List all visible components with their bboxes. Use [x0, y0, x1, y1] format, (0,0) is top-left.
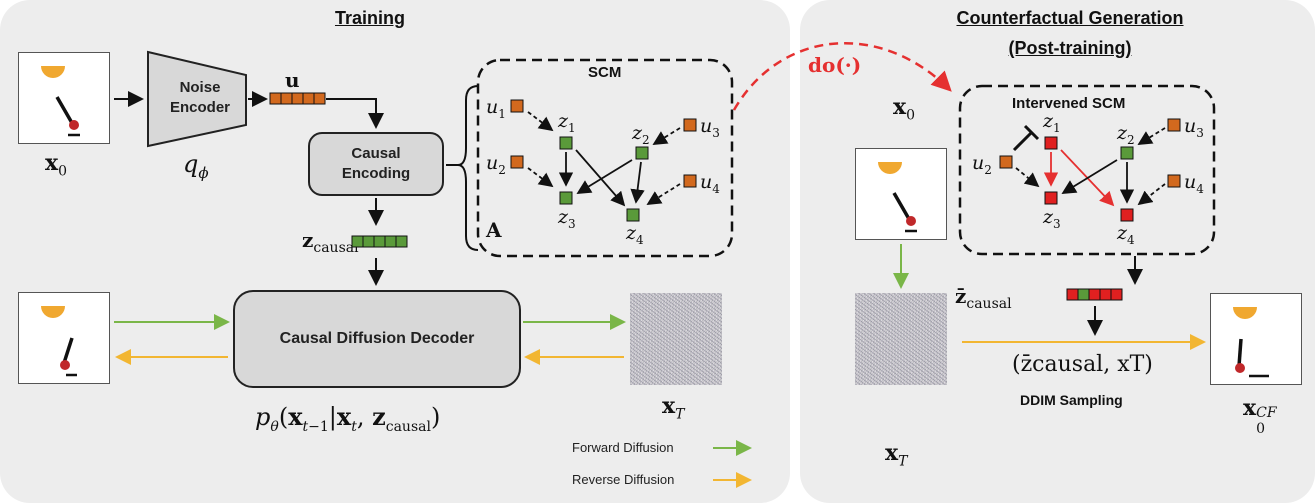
cf-input-image — [855, 148, 947, 240]
node-z4: z4 — [626, 222, 644, 247]
do-operator-label: do(·) — [808, 53, 862, 77]
u-label: u — [285, 68, 300, 92]
z-causal-label: zcausal — [302, 228, 359, 256]
intervened-scm-label: Intervened SCM — [1012, 95, 1126, 112]
cf-xT-label: xT — [885, 440, 908, 470]
training-panel — [0, 0, 790, 503]
x0-label: x0 — [45, 150, 68, 180]
hammer-icon — [1012, 124, 1040, 152]
z-bar-causal-label: z̄causal — [955, 284, 1012, 312]
scm-label: SCM — [588, 64, 622, 81]
node-u1: u1 — [486, 96, 506, 121]
node-z2: z2 — [632, 122, 650, 147]
noise-image-xT — [630, 293, 722, 385]
counterfactual-subtitle: (Post-training) — [1008, 38, 1132, 58]
cf-node-z3: z3 — [1043, 206, 1061, 231]
cf-x0-label: x0 — [893, 94, 916, 124]
zbar-xT-pair: (z̄causal, xT) — [1012, 352, 1153, 377]
decoder-input-image — [18, 292, 110, 384]
counterfactual-panel — [800, 0, 1315, 503]
cf-output-image — [1210, 293, 1302, 385]
input-image-x0 — [18, 52, 110, 144]
z-causal-vector — [351, 235, 408, 248]
counterfactual-title: Counterfactual Generation — [956, 8, 1184, 28]
ddim-sampling-label: DDIM Sampling — [1020, 392, 1123, 408]
node-z1: z1 — [558, 110, 576, 135]
legend-forward-label: Forward Diffusion — [572, 440, 674, 455]
node-u4: u4 — [700, 171, 720, 196]
xT-label: xT — [662, 393, 685, 423]
cf-node-u3: u3 — [1184, 115, 1204, 140]
cf-node-u4: u4 — [1184, 171, 1204, 196]
u-vector — [269, 92, 326, 105]
q-phi-label: qϕ — [183, 150, 209, 182]
node-z3: z3 — [558, 206, 576, 231]
training-title: Training — [334, 8, 405, 28]
cf-noise-image — [855, 293, 947, 385]
p-theta-formula: pθ(xt−1|xt, zcausal) — [255, 402, 441, 435]
node-u3: u3 — [700, 115, 720, 140]
cf-node-z4: z4 — [1117, 222, 1135, 247]
node-u2: u2 — [486, 152, 506, 177]
matrix-A-label: A — [486, 218, 502, 242]
causal-encoding-box: Causal Encoding — [308, 132, 444, 196]
z-bar-causal-vector — [1066, 288, 1123, 301]
noise-encoder-label: Noise Encoder — [169, 79, 230, 116]
cf-node-z2: z2 — [1117, 122, 1135, 147]
cf-node-u2: u2 — [972, 152, 992, 177]
cf-node-z1: z1 — [1043, 110, 1061, 135]
causal-diffusion-decoder-box: Causal Diffusion Decoder — [233, 290, 521, 388]
legend-reverse-label: Reverse Diffusion — [572, 472, 675, 487]
